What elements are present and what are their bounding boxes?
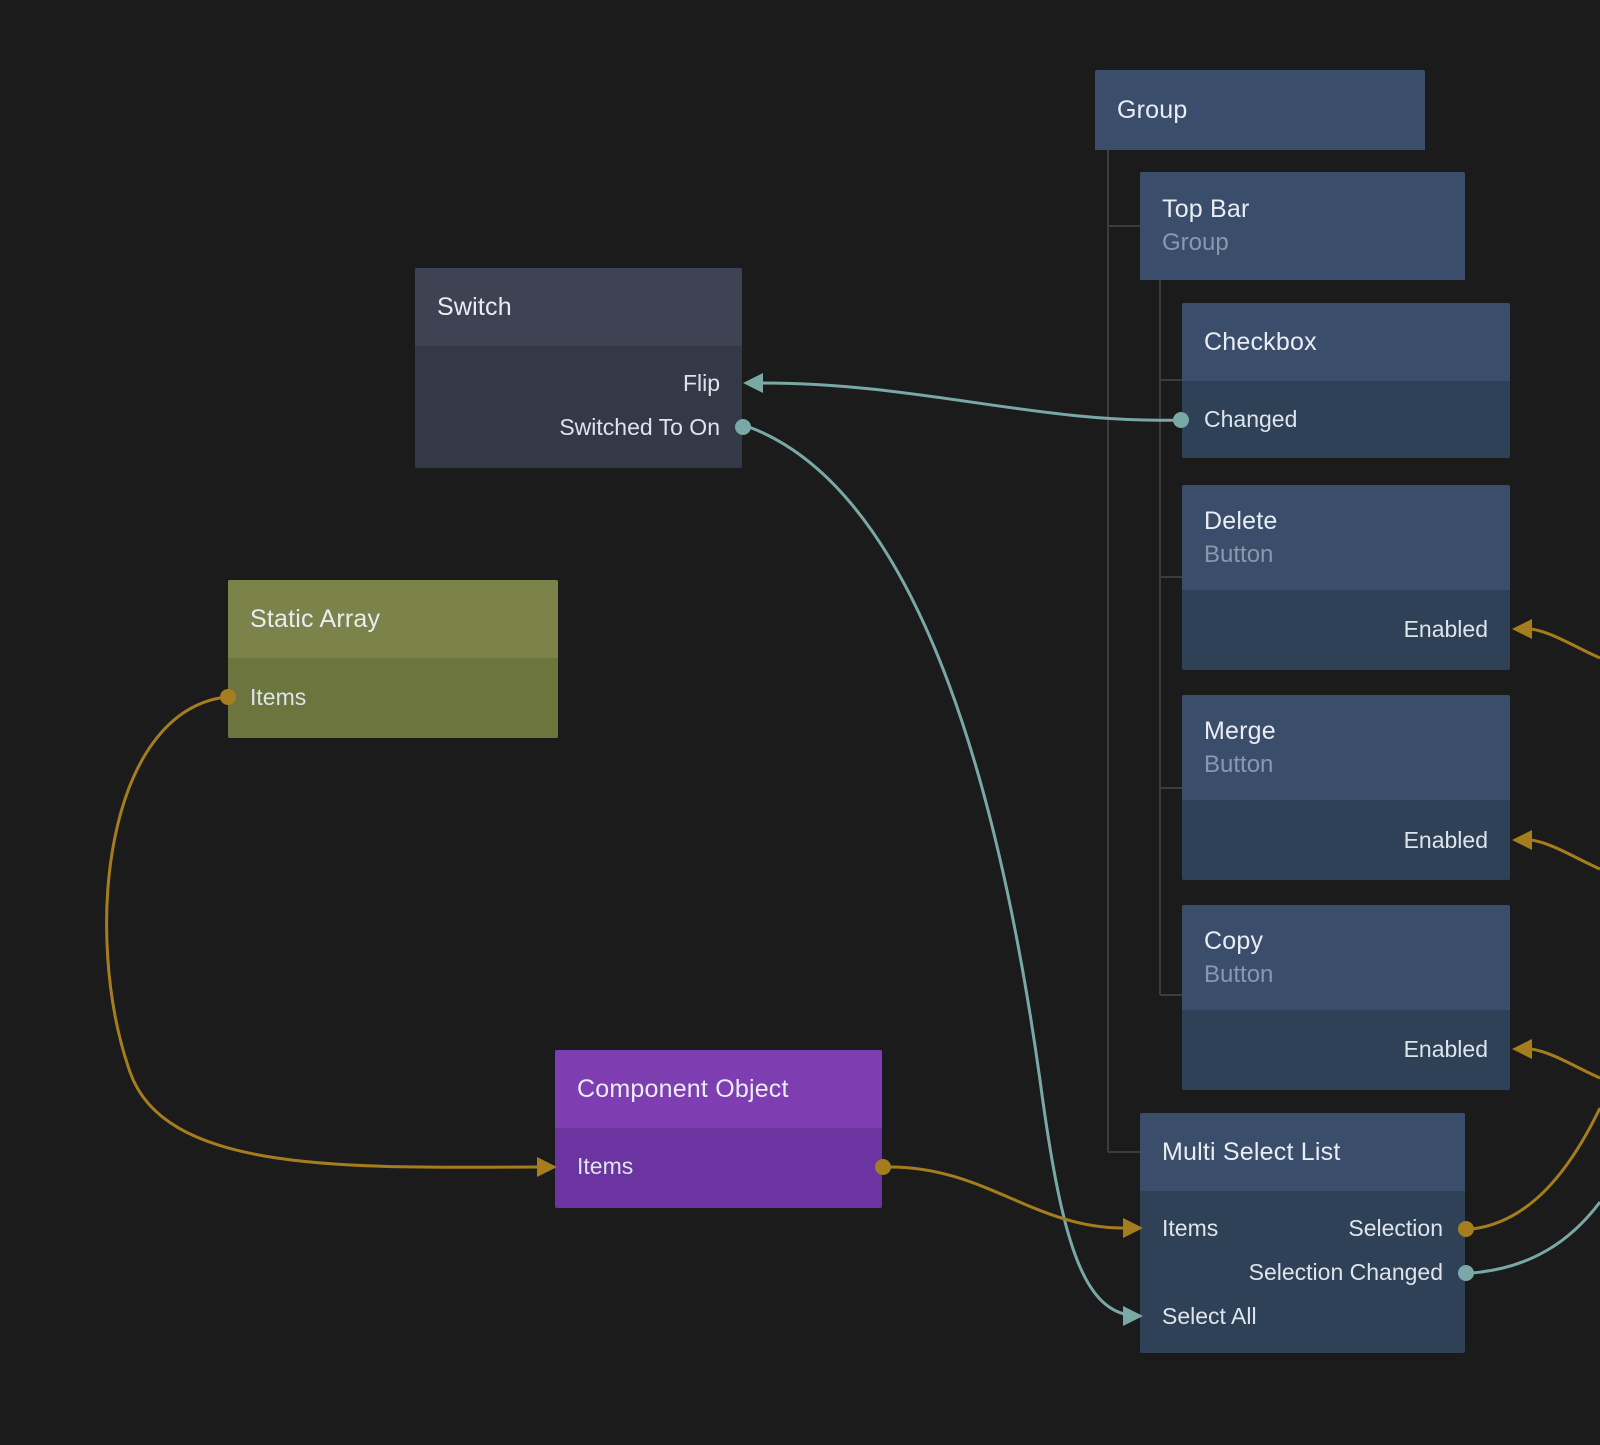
port-label: Select All bbox=[1162, 1302, 1257, 1329]
node-subtitle: Group bbox=[1162, 229, 1229, 256]
node-title: Component Object bbox=[577, 1074, 789, 1103]
node-group[interactable]: Group bbox=[1095, 70, 1425, 150]
port-label: Switched To On bbox=[559, 413, 720, 440]
port-enabled[interactable]: Enabled bbox=[1204, 818, 1488, 862]
node-delete[interactable]: Delete Button Enabled bbox=[1182, 485, 1510, 670]
port-items[interactable]: Items bbox=[250, 675, 536, 719]
node-title: Switch bbox=[437, 292, 512, 321]
port-label: Items bbox=[577, 1152, 634, 1179]
port-label: Enabled bbox=[1403, 826, 1488, 853]
node-subtitle: Button bbox=[1204, 750, 1274, 778]
node-title: Checkbox bbox=[1204, 327, 1317, 356]
port-label: Selection Changed bbox=[1248, 1258, 1443, 1285]
node-component-object[interactable]: Component Object Items bbox=[555, 1050, 882, 1208]
port-changed[interactable]: Changed bbox=[1204, 397, 1488, 441]
port-flip[interactable]: Flip bbox=[437, 361, 720, 405]
port-label: Flip bbox=[682, 369, 720, 396]
port-switched-to-on[interactable]: Switched To On bbox=[437, 405, 720, 449]
node-static-array[interactable]: Static Array Items bbox=[228, 580, 558, 738]
node-top-bar[interactable]: Top Bar Group bbox=[1140, 172, 1465, 280]
port-items[interactable]: Items bbox=[577, 1144, 860, 1188]
node-title: Group bbox=[1117, 95, 1188, 124]
node-title: Top Bar bbox=[1162, 195, 1250, 223]
port-row-items-selection[interactable]: Items Selection bbox=[1162, 1206, 1443, 1250]
node-subtitle: Button bbox=[1204, 540, 1274, 568]
node-title: Copy bbox=[1204, 926, 1264, 955]
port-select-all[interactable]: Select All bbox=[1162, 1294, 1443, 1338]
node-checkbox[interactable]: Checkbox Changed bbox=[1182, 303, 1510, 458]
port-label: Items bbox=[250, 683, 307, 710]
port-label: Changed bbox=[1204, 405, 1298, 432]
port-enabled[interactable]: Enabled bbox=[1204, 607, 1488, 651]
node-merge[interactable]: Merge Button Enabled bbox=[1182, 695, 1510, 880]
port-label: Enabled bbox=[1403, 615, 1488, 642]
node-switch[interactable]: Switch Flip Switched To On bbox=[415, 268, 742, 468]
port-selection-changed[interactable]: Selection Changed bbox=[1162, 1250, 1443, 1294]
node-title: Merge bbox=[1204, 716, 1276, 745]
node-multi-select-list[interactable]: Multi Select List Items Selection Select… bbox=[1140, 1113, 1465, 1353]
port-enabled[interactable]: Enabled bbox=[1204, 1027, 1488, 1071]
tree-line-topbar bbox=[1159, 280, 1182, 996]
node-title: Delete bbox=[1204, 506, 1278, 535]
port-label-items: Items bbox=[1162, 1214, 1219, 1241]
node-title: Static Array bbox=[250, 604, 381, 633]
node-title: Multi Select List bbox=[1162, 1137, 1341, 1166]
port-label: Enabled bbox=[1403, 1035, 1488, 1062]
node-copy[interactable]: Copy Button Enabled bbox=[1182, 905, 1510, 1090]
port-label-selection: Selection bbox=[1348, 1214, 1443, 1241]
node-subtitle: Button bbox=[1204, 960, 1274, 988]
tree-line-group bbox=[1107, 150, 1140, 1153]
